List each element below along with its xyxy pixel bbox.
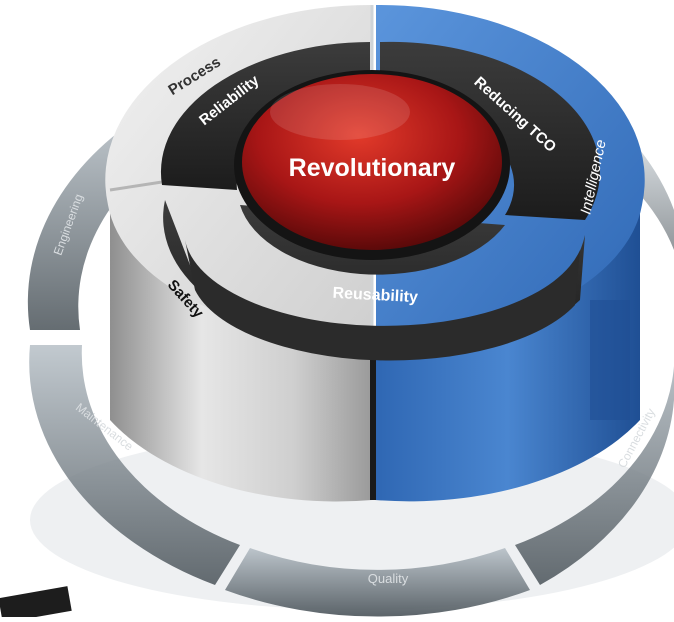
outer-ring-connectivity-segment <box>515 340 674 585</box>
outer-label-quality: Quality <box>368 571 409 586</box>
corner-strip <box>0 586 72 622</box>
outer-ring-maintenance-segment <box>29 345 241 585</box>
inner-ring-reusability-segment <box>163 200 585 357</box>
center-highlight <box>270 84 410 140</box>
reusability-band <box>185 240 580 361</box>
blue-notch <box>590 300 630 420</box>
center-disc <box>242 74 502 250</box>
silver-side-wall <box>110 210 372 502</box>
outer-ring-quality-segment <box>225 548 530 617</box>
inner-label-reusability: Reusability <box>332 285 418 306</box>
center-label: Revolutionary <box>289 154 456 182</box>
